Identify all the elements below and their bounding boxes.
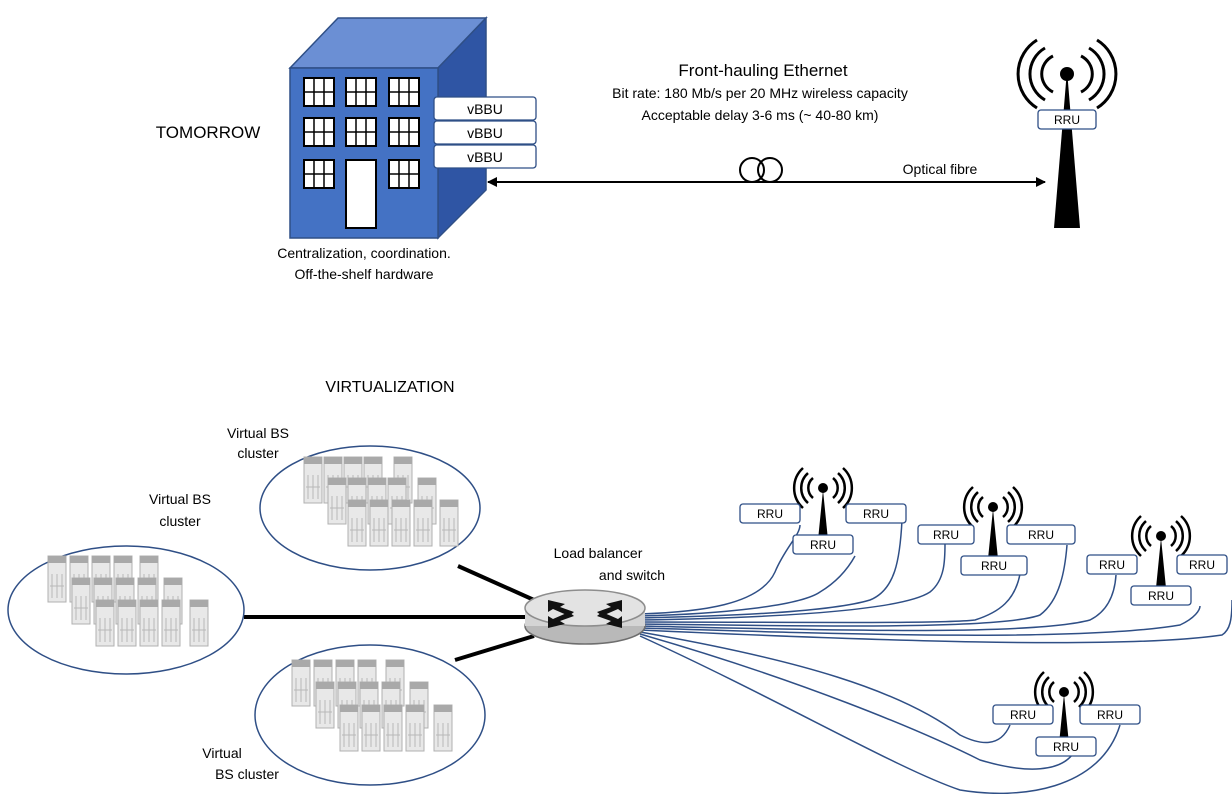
rru-box — [1035, 736, 1097, 757]
building-caption-line-1: Centralization, coordination. — [277, 245, 451, 261]
rru-label: RRU — [1053, 740, 1079, 754]
cluster-link — [457, 564, 535, 602]
switch-label-2: and switch — [599, 567, 665, 583]
cell-site-4: RRU RRU RRU — [992, 670, 1141, 757]
tomorrow-title: TOMORROW — [156, 123, 261, 142]
rru-label: RRU — [1148, 589, 1174, 603]
rru-box — [1037, 109, 1097, 130]
virtual-bs-cluster-left — [7, 545, 245, 675]
rru-label: RRU — [810, 538, 836, 552]
cluster-bottom-label-1: Virtual — [202, 745, 241, 761]
rru-label: RRU — [981, 559, 1007, 573]
rru-box — [845, 503, 907, 524]
fibre-coil-icon — [739, 157, 783, 183]
virtualization-title: VIRTUALIZATION — [325, 379, 454, 396]
rru-box — [1086, 554, 1138, 575]
vbbu-label: vBBU — [467, 149, 503, 165]
rru-box — [739, 503, 801, 524]
antenna-tower-icon — [1016, 38, 1118, 228]
fibre-bundle — [639, 519, 1232, 794]
cell-site-1: RRU RRU RRU — [739, 466, 907, 555]
optical-fibre-label: Optical fibre — [903, 161, 978, 177]
cluster-top-label-2: cluster — [237, 445, 279, 461]
virtual-bs-cluster-top — [259, 445, 481, 571]
cluster-link — [454, 634, 535, 662]
fronthaul-title: Front-hauling Ethernet — [678, 61, 847, 80]
fronthaul-bitrate: Bit rate: 180 Mb/s per 20 MHz wireless c… — [612, 85, 908, 101]
rru-box — [992, 704, 1054, 725]
rru-label: RRU — [1097, 708, 1123, 722]
rru-box — [1176, 554, 1228, 575]
rru-box — [1079, 704, 1141, 725]
rru-label: RRU — [863, 507, 889, 521]
rru-label: RRU — [1189, 558, 1215, 572]
cell-site-3: RRU RRU RRU — [1086, 514, 1228, 606]
fronthaul-delay: Acceptable delay 3-6 ms (~ 40-80 km) — [642, 107, 879, 123]
rru-label: RRU — [1010, 708, 1036, 722]
cluster-top-label-1: Virtual BS — [227, 425, 289, 441]
cluster-left-label-1: Virtual BS — [149, 491, 211, 507]
cluster-left-label-2: cluster — [159, 513, 201, 529]
vbbu-label: vBBU — [467, 101, 503, 117]
rru-box — [1130, 585, 1192, 606]
rru-box — [792, 534, 854, 555]
rru-label: RRU — [1054, 113, 1080, 127]
rru-box — [960, 555, 1028, 576]
virtual-bs-cluster-bottom — [254, 644, 486, 786]
rru-label: RRU — [933, 528, 959, 542]
vbbu-stack: vBBU vBBU vBBU — [433, 96, 537, 169]
rru-box — [917, 524, 975, 545]
cell-site-2: RRU RRU RRU — [917, 485, 1076, 576]
building-caption-line-2: Off-the-shelf hardware — [294, 266, 433, 282]
rru-label: RRU — [757, 507, 783, 521]
rru-label: RRU — [1099, 558, 1125, 572]
building-icon — [288, 16, 488, 240]
rru-box — [1006, 524, 1076, 545]
switch-label-1: Load balancer — [554, 545, 643, 561]
cluster-bottom-label-2: BS cluster — [215, 766, 279, 782]
vbbu-label: vBBU — [467, 125, 503, 141]
switch-router-icon — [524, 589, 646, 645]
rru-label: RRU — [1028, 528, 1054, 542]
